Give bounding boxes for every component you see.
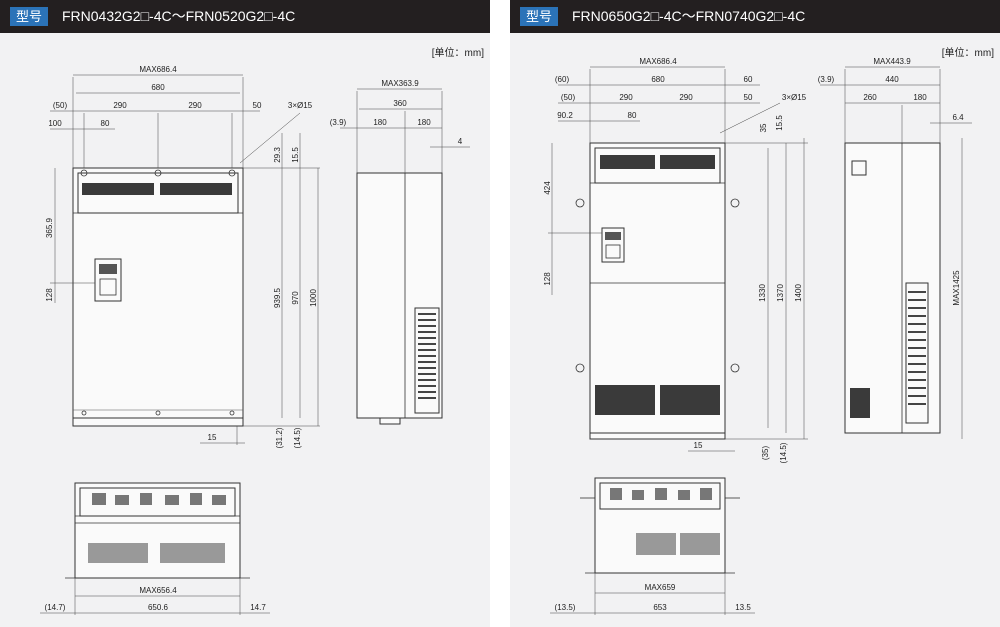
dim-60b: 60 <box>744 75 753 84</box>
dim-290b: 290 <box>188 101 202 110</box>
dim-650-6: 650.6 <box>148 603 169 612</box>
right-front-outline <box>589 142 726 434</box>
dim-width: 680 <box>151 83 165 92</box>
dim-13-5b: 13.5 <box>735 603 751 612</box>
dim-15: 15 <box>694 441 703 450</box>
dim-max-depth: MAX443.9 <box>873 57 911 66</box>
dim-holes: 3×Ø15 <box>782 93 807 102</box>
dim-3-9: (3.9) <box>818 75 835 84</box>
right-bottom-view: MAX659 (13.5) 653 13.5 <box>550 477 755 615</box>
dim-14-5: (14.5) <box>293 427 302 448</box>
right-front-dimensions: MAX686.4 (60) 680 60 (50) 290 290 50 3×Ø… <box>543 57 808 463</box>
dim-50b: 50 <box>744 93 753 102</box>
left-header-bar: 型号 FRN0432G2□-4C～FRN0520G2□-4C <box>0 0 490 33</box>
dim-14-7a: (14.7) <box>45 603 66 612</box>
dim-14-5: (14.5) <box>779 442 788 463</box>
dim-max-bottom: MAX656.4 <box>139 586 177 595</box>
right-front-view <box>575 142 740 440</box>
right-drawing-panel: 型号 FRN0650G2□-4C～FRN0740G2□-4C [单位：mm] M… <box>510 0 1000 627</box>
dim-260: 260 <box>863 93 877 102</box>
dim-290a: 290 <box>619 93 633 102</box>
dim-depth: 360 <box>393 99 407 108</box>
dim-290a: 290 <box>113 101 127 110</box>
dim-424: 424 <box>543 181 552 195</box>
right-header-bar: 型号 FRN0650G2□-4C～FRN0740G2□-4C <box>510 0 1000 33</box>
left-bottom-view: MAX656.4 (14.7) 650.6 14.7 <box>40 482 270 615</box>
dim-80: 80 <box>101 119 110 128</box>
dim-31-2: (31.2) <box>275 427 284 448</box>
dim-15: 15 <box>208 433 217 442</box>
dim-180b: 180 <box>417 118 431 127</box>
right-dimension-drawing: MAX686.4 (60) 680 60 (50) 290 290 50 3×Ø… <box>543 57 972 615</box>
dim-50a: (50) <box>561 93 576 102</box>
dim-holes: 3×Ø15 <box>288 101 313 110</box>
dim-1370: 1370 <box>776 284 785 302</box>
dim-max-bottom: MAX659 <box>645 583 676 592</box>
dim-939-5: 939.5 <box>273 287 282 308</box>
dim-max-1425: MAX1425 <box>952 270 961 306</box>
left-side-view: MAX363.9 360 (3.9) 180 180 4 <box>330 79 470 425</box>
dim-6-4: 6.4 <box>952 113 964 122</box>
dim-180a: 180 <box>373 118 387 127</box>
dim-35b: (35) <box>761 446 770 461</box>
dim-1330: 1330 <box>758 284 767 302</box>
dim-29-3: 29.3 <box>273 147 282 163</box>
dim-3-9: (3.9) <box>330 118 347 127</box>
dim-1000: 1000 <box>309 289 318 307</box>
left-model-title: FRN0432G2□-4C～FRN0520G2□-4C <box>62 8 296 24</box>
dim-365-9: 365.9 <box>45 217 54 238</box>
dim-35: 35 <box>759 123 768 132</box>
dim-width: 680 <box>651 75 665 84</box>
dim-14-7b: 14.7 <box>250 603 266 612</box>
left-front-dimensions: MAX686.4 680 (50) 290 290 50 3×Ø15 100 8… <box>45 65 320 448</box>
left-drawing-panel: 型号 FRN0432G2□-4C～FRN0520G2□-4C [单位：mm] M… <box>0 0 490 627</box>
dim-290b: 290 <box>679 93 693 102</box>
dim-15-5: 15.5 <box>291 147 300 163</box>
unit-label: [单位：mm] <box>941 48 994 59</box>
dim-128: 128 <box>45 288 54 302</box>
left-front-view <box>72 167 244 427</box>
dim-max-width: MAX686.4 <box>139 65 177 74</box>
left-dimension-drawing: MAX686.4 680 (50) 290 290 50 3×Ø15 100 8… <box>40 65 470 615</box>
dim-180: 180 <box>913 93 927 102</box>
dim-13-5a: (13.5) <box>555 603 576 612</box>
dim-128: 128 <box>543 272 552 286</box>
dim-50b: 50 <box>253 101 262 110</box>
dim-60a: (60) <box>555 75 570 84</box>
model-badge: 型号 <box>10 7 49 26</box>
dim-970: 970 <box>291 291 300 305</box>
dim-653: 653 <box>653 603 667 612</box>
dim-100: 100 <box>48 119 62 128</box>
model-badge: 型号 <box>520 7 559 26</box>
unit-label: [单位：mm] <box>431 48 484 59</box>
dim-80: 80 <box>628 111 637 120</box>
dim-max-depth: MAX363.9 <box>381 79 419 88</box>
dim-4: 4 <box>458 137 463 146</box>
dim-max-width: MAX686.4 <box>639 57 677 66</box>
dim-90-2: 90.2 <box>557 111 573 120</box>
dim-50a: (50) <box>53 101 68 110</box>
dim-depth: 440 <box>885 75 899 84</box>
right-side-view: MAX443.9 (3.9) 440 260 180 6.4 MAX1425 <box>818 57 972 439</box>
dim-15-5: 15.5 <box>775 115 784 131</box>
dim-1400: 1400 <box>794 284 803 302</box>
right-model-title: FRN0650G2□-4C～FRN0740G2□-4C <box>572 8 806 24</box>
